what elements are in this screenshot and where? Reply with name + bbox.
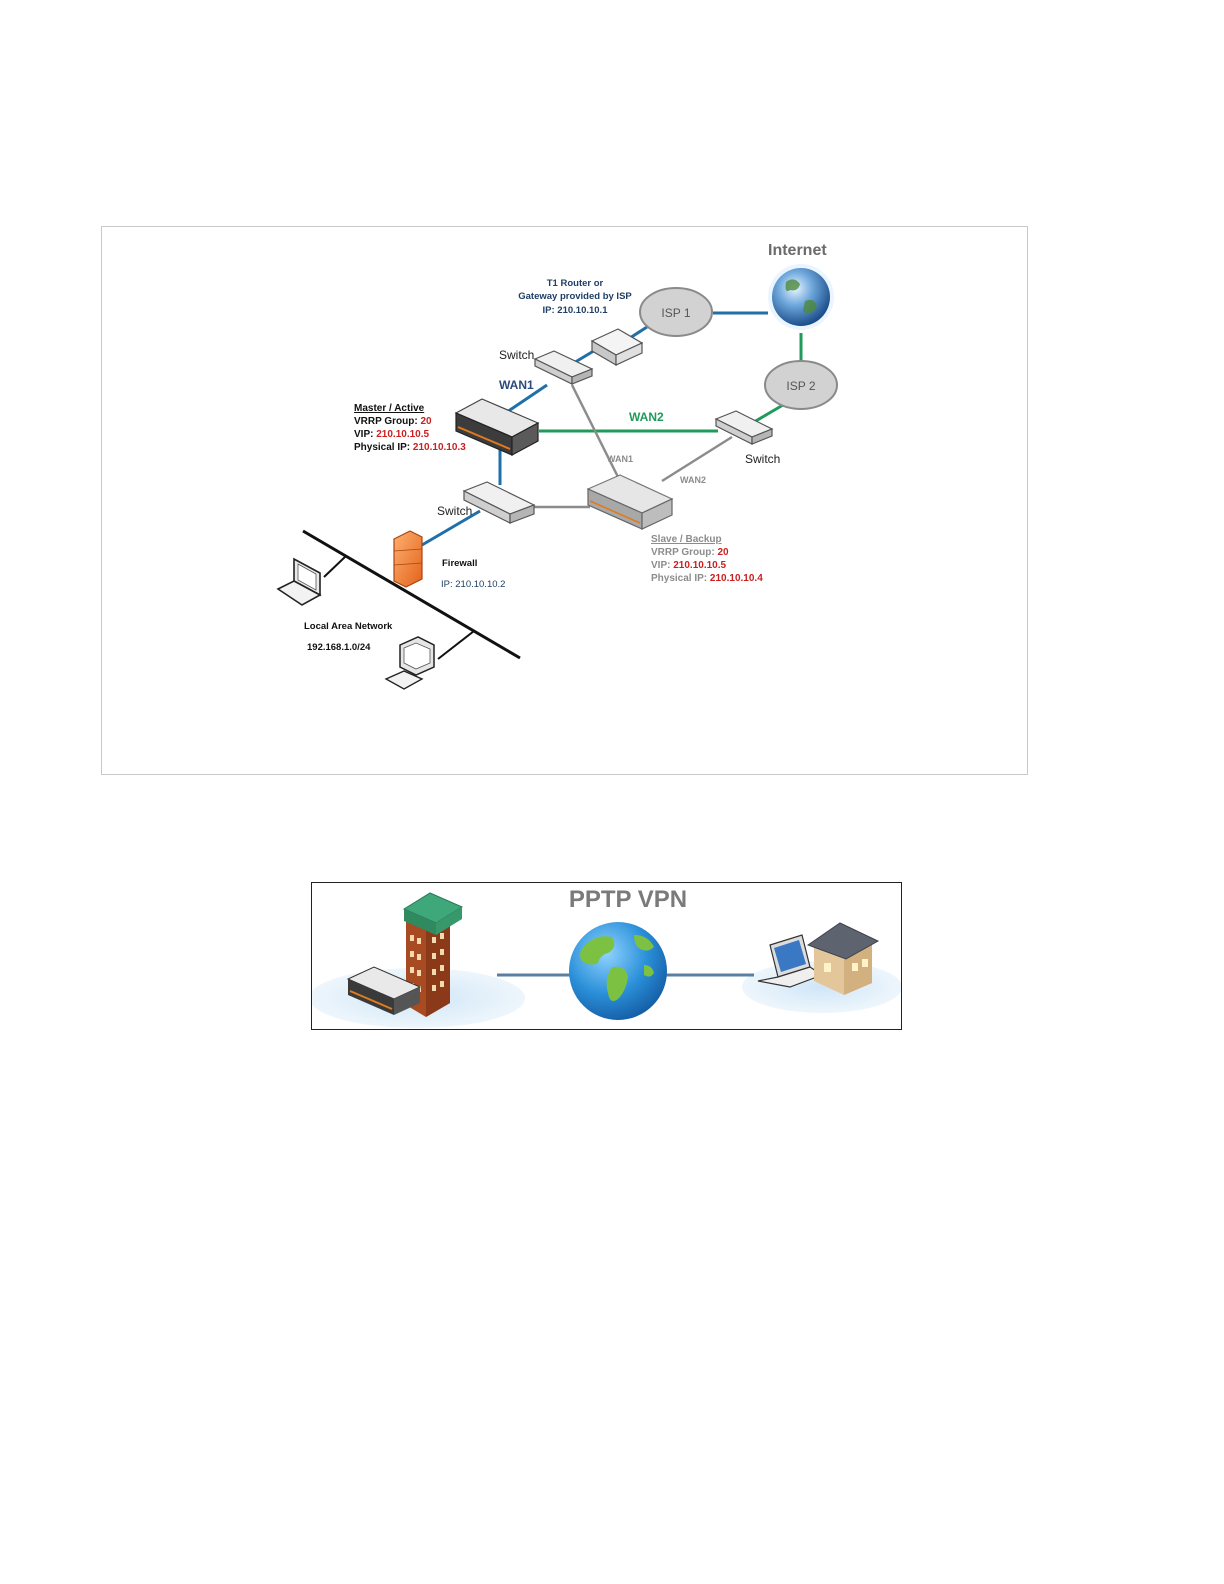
- pptp-vpn-diagram-frame: PPTP VPN: [311, 882, 902, 1030]
- laptop-icon: [276, 557, 322, 606]
- switch-top-icon: [533, 350, 594, 385]
- wan1-label: WAN1: [499, 378, 534, 392]
- switch-right-icon: [714, 410, 774, 445]
- router-icon: [346, 966, 422, 1015]
- isp2-node: ISP 2: [764, 360, 838, 410]
- lan-subnet: 192.168.1.0/24: [307, 642, 371, 653]
- slave-router-icon: [586, 474, 674, 530]
- slave-vip-value: 210.10.10.5: [673, 560, 726, 571]
- master-group-value: 20: [420, 416, 432, 427]
- switch-top-label: Switch: [499, 348, 534, 362]
- link-switchleft-firewall: [421, 509, 481, 547]
- master-phys-line: Physical IP: 210.10.10.3: [354, 442, 466, 453]
- pptp-vpn-title: PPTP VPN: [569, 886, 687, 913]
- pptp-vpn-diagram: PPTP VPN: [312, 886, 901, 1028]
- link-slave-wan2: [661, 435, 733, 483]
- slave-phys-label: Physical IP:: [651, 573, 710, 584]
- lan-drop-pc: [437, 630, 475, 660]
- wan2-label: WAN2: [629, 410, 664, 424]
- master-phys-value: 210.10.10.3: [413, 442, 466, 453]
- slave-vip-line: VIP: 210.10.10.5: [651, 560, 727, 571]
- slave-group-line: VRRP Group: 20: [651, 547, 729, 558]
- master-title: Master / Active: [354, 403, 425, 414]
- firewall-ip: IP: 210.10.10.2: [441, 579, 505, 590]
- firewall-label: Firewall: [442, 558, 477, 569]
- master-vip-line: VIP: 210.10.10.5: [354, 429, 430, 440]
- master-vip-label: VIP:: [354, 429, 376, 440]
- t1-router-icon: [590, 328, 644, 367]
- vrrp-diagram-frame: Internet ISP 1 ISP 2 T1 Router or Gatewa…: [101, 226, 1028, 775]
- master-group-line: VRRP Group: 20: [354, 416, 432, 427]
- slave-phys-line: Physical IP: 210.10.10.4: [651, 573, 763, 584]
- switch-left-icon: [462, 481, 536, 524]
- t1-router-ip: IP: 210.10.10.1: [543, 305, 609, 316]
- switch-left-label: Switch: [437, 504, 472, 518]
- t1-router-line1: T1 Router or: [547, 278, 604, 289]
- master-group-label: VRRP Group:: [354, 416, 420, 427]
- slave-vip-label: VIP:: [651, 560, 673, 571]
- lan-bus-line: [302, 529, 521, 660]
- firewall-icon: [393, 530, 423, 588]
- lan-label: Local Area Network: [304, 621, 393, 632]
- master-vip-value: 210.10.10.5: [376, 429, 429, 440]
- master-phys-label: Physical IP:: [354, 442, 413, 453]
- link-slave-wan1: [570, 384, 622, 482]
- isp2-label: ISP 2: [786, 379, 815, 393]
- slave-wan2-label: WAN2: [680, 475, 706, 485]
- master-router-icon: [454, 398, 540, 457]
- lan-drop-laptop: [323, 555, 347, 578]
- slave-group-value: 20: [717, 547, 729, 558]
- t1-router-line2: Gateway provided by ISP: [518, 291, 632, 302]
- isp1-label: ISP 1: [661, 306, 690, 320]
- vrrp-diagram: Internet ISP 1 ISP 2 T1 Router or Gatewa…: [276, 242, 838, 690]
- slave-group-label: VRRP Group:: [651, 547, 717, 558]
- house-icon: [806, 922, 880, 995]
- isp1-node: ISP 1: [639, 287, 713, 337]
- internet-label: Internet: [768, 242, 827, 259]
- internet-globe-icon: [768, 264, 834, 330]
- desktop-pc-icon: [384, 636, 435, 690]
- slave-phys-value: 210.10.10.4: [710, 573, 763, 584]
- globe-icon: [569, 922, 667, 1020]
- laptop-icon: [757, 934, 824, 988]
- link-master-wan1: [506, 383, 548, 414]
- link-switchright-isp2: [753, 403, 784, 424]
- switch-right-label: Switch: [745, 452, 780, 466]
- slave-title: Slave / Backup: [651, 534, 722, 545]
- slave-wan1-label: WAN1: [607, 454, 633, 464]
